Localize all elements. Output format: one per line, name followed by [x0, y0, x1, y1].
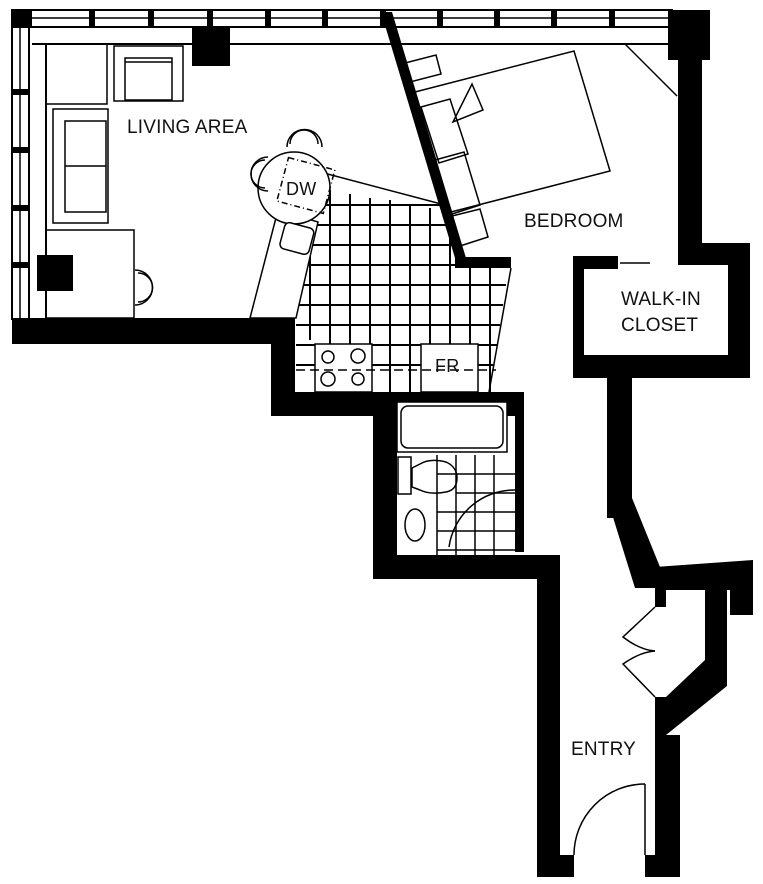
room-label-walk-in: WALK-IN [621, 289, 701, 310]
room-label-entry: ENTRY [571, 739, 637, 760]
entry-doors [573, 606, 656, 856]
refrigerator-label: FR [435, 356, 460, 376]
room-label-bedroom: BEDROOM [524, 211, 624, 232]
room-label-closet: CLOSET [621, 315, 699, 336]
bar-stools [134, 128, 323, 306]
bathroom-fixtures [396, 401, 520, 555]
living-furniture [45, 43, 184, 319]
room-label-living-area: LIVING AREA [127, 117, 248, 138]
dishwasher-label: DW [286, 179, 317, 199]
top-window-wall [11, 9, 673, 45]
kitchen-appliances [296, 343, 496, 393]
bed [404, 43, 678, 247]
walls [12, 10, 753, 877]
kitchen-peninsula [249, 151, 336, 319]
